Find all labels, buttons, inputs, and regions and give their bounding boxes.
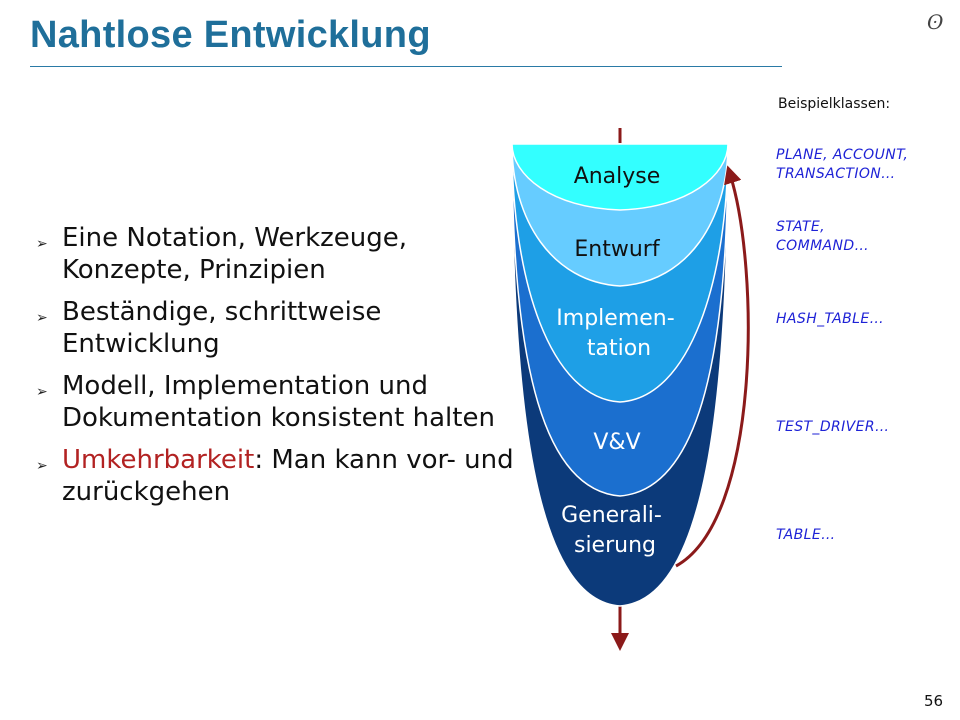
stage-label-analyse: Analyse (574, 164, 661, 189)
reverse-arrow (675, 165, 750, 568)
bullet-arrow-icon: ➢ (36, 310, 48, 326)
bullet-list: ➢ Eine Notation, Werkzeuge, Konzepte, Pr… (36, 222, 516, 518)
example-class-line: HASH_TABLE… (776, 311, 885, 327)
stage-label-vv: V&V (593, 430, 640, 455)
example-class-group: TABLE… (776, 526, 836, 545)
bullet-item: ➢ Beständige, schrittweise Entwicklung (36, 296, 516, 360)
example-class-line: TABLE… (776, 527, 836, 543)
example-class-line: STATE, (776, 219, 825, 235)
example-classes-heading: Beispielklassen: (778, 96, 891, 112)
example-class-line: TRANSACTION… (776, 166, 896, 182)
example-class-line: TEST_DRIVER… (776, 419, 890, 435)
bullet-arrow-icon: ➢ (36, 236, 48, 252)
bullet-text: Beständige, schrittweise Entwicklung (62, 297, 382, 359)
logo-icon: ʘ (927, 10, 944, 34)
title-underline (30, 66, 782, 67)
bullet-text: Modell, Implementation und Dokumentation… (62, 371, 495, 433)
stage-label-implementation: Implemen- tation (556, 306, 681, 361)
example-class-group: HASH_TABLE… (776, 310, 884, 329)
bullet-item: ➢ Umkehrbarkeit: Man kann vor- und zurüc… (36, 444, 516, 508)
example-class-group: TEST_DRIVER… (776, 418, 889, 437)
stage-label-generalisierung: Generali- sierung (561, 503, 669, 558)
bullet-text: : Man kann vor- und zurückgehen (62, 445, 514, 507)
stage-layer-analyse (511, 143, 729, 211)
example-class-group: PLANE, ACCOUNT, TRANSACTION… (776, 146, 908, 184)
bullet-arrow-icon: ➢ (36, 384, 48, 400)
example-class-line: COMMAND… (776, 238, 869, 254)
example-class-group: STATE, COMMAND… (776, 218, 869, 256)
bullet-item: ➢ Modell, Implementation und Dokumentati… (36, 370, 516, 434)
bullet-arrow-icon: ➢ (36, 458, 48, 474)
bullet-highlight: Umkehrbarkeit (62, 445, 255, 475)
bullet-text: Eine Notation, Werkzeuge, Konzepte, Prin… (62, 223, 408, 285)
example-class-line: PLANE, ACCOUNT, (776, 147, 909, 163)
slide-title: Nahtlose Entwicklung (30, 14, 431, 56)
stage-label-entwurf: Entwurf (574, 237, 660, 262)
page-number: 56 (924, 692, 944, 710)
bullet-item: ➢ Eine Notation, Werkzeuge, Konzepte, Pr… (36, 222, 516, 286)
